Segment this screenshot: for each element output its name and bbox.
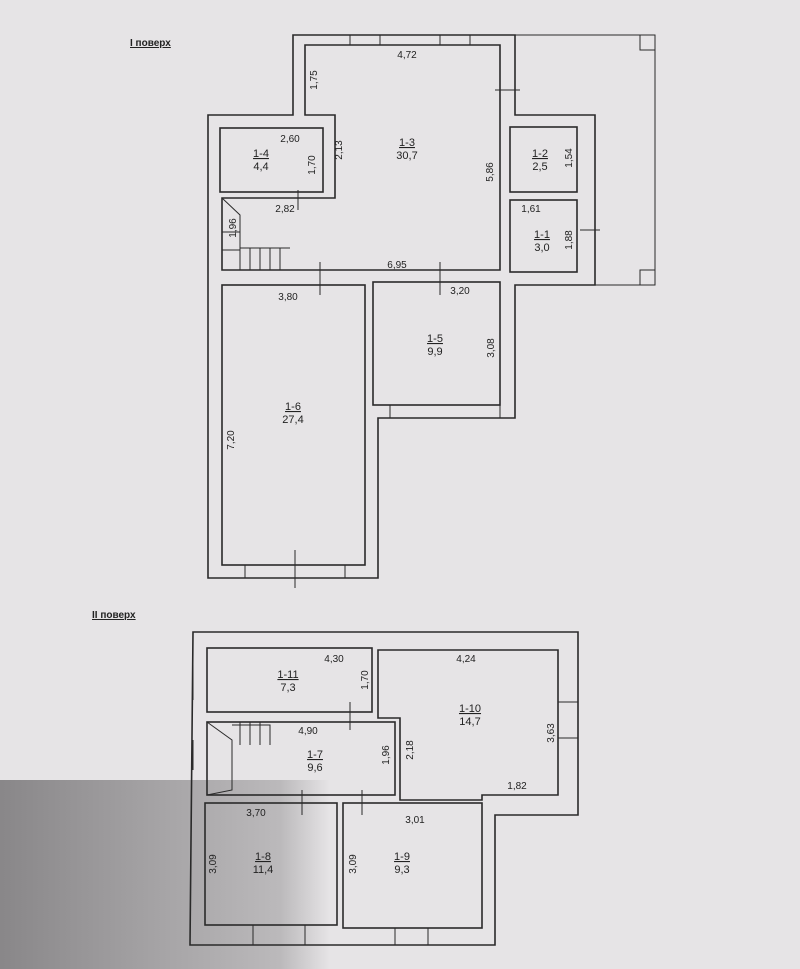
- room-1-5: [372, 281, 501, 406]
- room-1-11: [206, 647, 373, 713]
- dimension-label: 3,09: [208, 854, 219, 874]
- dimension-label: 3,20: [450, 286, 470, 297]
- room-area: 9,3: [394, 864, 409, 876]
- room-area: 9,6: [307, 762, 322, 774]
- room-id: 1-1: [534, 229, 550, 241]
- dimension-label: 1,70: [307, 155, 318, 175]
- dimension-label: 1,96: [228, 218, 239, 238]
- room-id: 1-5: [427, 333, 443, 345]
- dimension-label: 3,09: [348, 854, 359, 874]
- room-1-9: [342, 802, 483, 929]
- room-area: 4,4: [253, 161, 268, 173]
- room-1-4: [219, 127, 324, 193]
- room-id: 1-10: [459, 703, 481, 715]
- dimension-label: 1,54: [564, 148, 575, 168]
- room-area: 27,4: [282, 414, 303, 426]
- room-area: 7,3: [280, 682, 295, 694]
- dimension-label: 3,63: [546, 723, 557, 743]
- shadow: [0, 780, 330, 969]
- room-1-10: [377, 649, 559, 801]
- dimension-label: 3,70: [246, 808, 266, 819]
- dimension-label: 3,08: [486, 338, 497, 358]
- floor-2-title: II поверх: [92, 610, 136, 621]
- dimension-label: 1,75: [309, 70, 320, 90]
- room-id: 1-6: [285, 401, 301, 413]
- dimension-label: 4,24: [456, 654, 476, 665]
- room-area: 3,0: [534, 242, 549, 254]
- room-1-1: [509, 199, 578, 273]
- room-area: 14,7: [459, 716, 480, 728]
- dimension-label: 1,96: [381, 745, 392, 765]
- room-id: 1-2: [532, 148, 548, 160]
- room-1-6: [221, 284, 366, 566]
- dimension-label: 1,82: [507, 781, 527, 792]
- dimension-label: 4,30: [324, 654, 344, 665]
- dimension-label: 1,88: [564, 230, 575, 250]
- room-id: 1-9: [394, 851, 410, 863]
- floor-2-dimensions: 4,30 1,70 4,24 4,90 1,96 2,18 3,63 1,82 …: [208, 654, 557, 874]
- room-id: 1-4: [253, 148, 269, 160]
- floor-1-dimensions: 4,72 1,75 2,60 2,13 1,70 2,82 5,86 1,54 …: [226, 50, 575, 450]
- floor-1-title: I поверх: [130, 38, 171, 49]
- room-area: 11,4: [253, 864, 274, 876]
- room-id: 1-3: [399, 137, 415, 149]
- room-id: 1-11: [277, 669, 298, 681]
- room-area: 2,5: [532, 161, 547, 173]
- dimension-label: 3,01: [405, 815, 425, 826]
- stairs-1: [221, 197, 290, 270]
- dimension-label: 2,13: [334, 140, 345, 160]
- dimension-label: 4,72: [397, 50, 417, 61]
- room-area: 9,9: [427, 346, 442, 358]
- room-area: 30,7: [396, 150, 417, 162]
- dimension-label: 6,95: [387, 260, 407, 271]
- dimension-label: 2,18: [405, 740, 416, 760]
- dimension-label: 2,60: [280, 134, 300, 145]
- dimension-label: 1,70: [360, 670, 371, 690]
- room-id: 1-7: [307, 749, 323, 761]
- floor-2-walls: [189, 631, 579, 946]
- dimension-label: 4,90: [298, 726, 318, 737]
- room-1-2: [509, 126, 578, 193]
- dimension-label: 1,61: [521, 204, 541, 215]
- room-1-8: [204, 802, 338, 926]
- floor-1-walls: [207, 34, 656, 588]
- dimension-label: 5,86: [485, 162, 496, 182]
- room-1-7: [206, 721, 396, 796]
- room-id: 1-8: [255, 851, 271, 863]
- dimension-label: 3,80: [278, 292, 298, 303]
- dimension-label: 7,20: [226, 430, 237, 450]
- dimension-label: 2,82: [275, 204, 295, 215]
- stairs-2: [206, 721, 271, 796]
